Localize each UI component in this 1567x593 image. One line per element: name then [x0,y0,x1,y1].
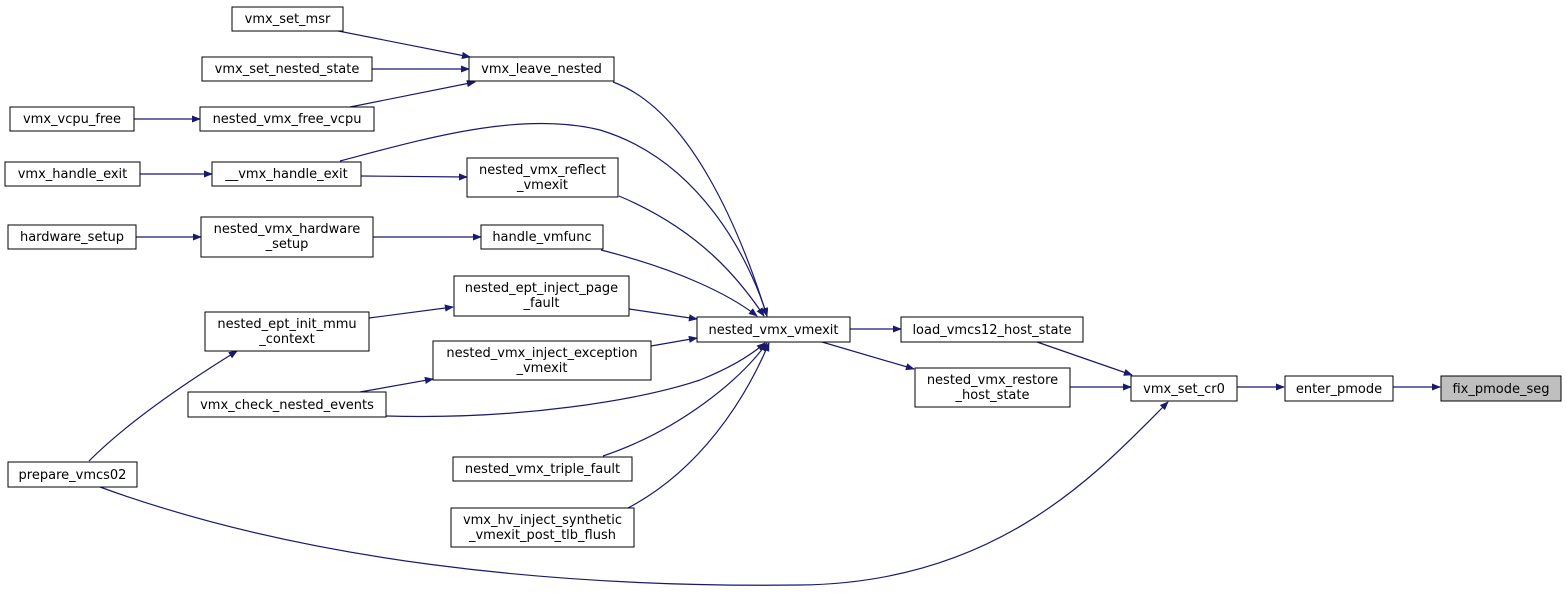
node-label-line1: nested_vmx_reflect [479,163,606,178]
node-label-line2: _vmexit [516,178,568,193]
edge-nested_ept_init_mmu_context-to-nested_ept_inject_page_fault [368,304,454,319]
node-label: vmx_leave_nested [481,62,602,77]
edge-vmx_check_nested_events-to-nested_vmx_inject_exception_vmexit [359,376,434,393]
node-label-line1: nested_ept_init_mmu [217,317,356,332]
edge-__vmx_handle_exit-to-nested_vmx_vmexit [339,122,769,317]
node-label: vmx_handle_exit [18,167,128,182]
node-fix_pmode_seg[interactable]: fix_pmode_seg [1440,375,1562,402]
node-nested_vmx_vmexit[interactable]: nested_vmx_vmexit [696,316,851,343]
node-nested_vmx_hardware_setup[interactable]: nested_vmx_hardware _setup [200,216,374,258]
edge-vmx_hv_inject_synthetic-to-nested_vmx_vmexit [627,342,770,509]
node-label: nested_vmx_free_vcpu [213,112,362,127]
node-handle_vmfunc[interactable]: handle_vmfunc [480,224,604,250]
node-nested_vmx_reflect_vmexit[interactable]: nested_vmx_reflect _vmexit [466,157,619,198]
node-label-line1: nested_vmx_inject_exception [446,346,637,361]
node-label: vmx_check_nested_events [200,398,374,413]
node-enter_pmode[interactable]: enter_pmode [1284,375,1394,402]
node-label: hardware_setup [20,230,124,245]
node-label-line2: _context [258,332,315,347]
node-label: nested_vmx_vmexit [709,323,839,338]
node-label: enter_pmode [1296,382,1382,397]
edge-vmx_leave_nested-to-nested_vmx_vmexit [612,81,769,317]
node-label: prepare_vmcs02 [19,468,127,483]
edge-nested_vmx_reflect_vmexit-to-nested_vmx_vmexit [618,195,765,317]
node-vmx_check_nested_events[interactable]: vmx_check_nested_events [187,391,387,418]
node-label: vmx_vcpu_free [23,112,121,127]
node-label-line2: _host_state [955,388,1030,403]
edge-nested_vmx_inject_exception_vmexit-to-nested_vmx_vmexit [650,335,698,347]
node-label: vmx_set_msr [245,12,331,27]
node-label: load_vmcs12_host_state [912,323,1071,338]
node-vmx_leave_nested[interactable]: vmx_leave_nested [468,56,615,82]
edge-handle_vmfunc-to-nested_vmx_vmexit [600,249,758,317]
edge-nested_vmx_vmexit-to-nested_vmx_restore_host_state [821,341,915,371]
node-vmx_hv_inject_synthetic_vmexit_post_tlb_flush[interactable]: vmx_hv_inject_synthetic _vmexit_post_tlb… [450,507,635,548]
edge-prepare_vmcs02-to-vmx_set_cr0 [99,401,1169,586]
edge-nested_vmx_triple_fault-to-nested_vmx_vmexit [602,342,768,457]
node-label-line1: nested_vmx_hardware [214,222,361,237]
node-vmx_set_msr[interactable]: vmx_set_msr [231,6,344,32]
node-nested_vmx_restore_host_state[interactable]: nested_vmx_restore _host_state [914,367,1071,408]
node-prepare_vmcs02[interactable]: prepare_vmcs02 [7,461,138,488]
node-label: handle_vmfunc [492,230,591,245]
node-label: nested_vmx_triple_fault [465,462,620,477]
edge-vmx_check_nested_events-to-nested_vmx_vmexit [385,342,766,418]
node-label: fix_pmode_seg [1452,382,1549,397]
node-hardware_setup[interactable]: hardware_setup [7,224,137,250]
node-nested_ept_inject_page_fault[interactable]: nested_ept_inject_page _fault [453,275,630,317]
node-vmx_handle_exit[interactable]: vmx_handle_exit [4,161,141,187]
node-nested_vmx_free_vcpu[interactable]: nested_vmx_free_vcpu [199,106,375,132]
node-label-line2: _vmexit_post_tlb_flush [468,528,616,543]
edge-__vmx_handle_exit-to-nested_vmx_reflect_vmexit [360,173,468,181]
edge-load_vmcs12_host_state-to-vmx_set_cr0 [1036,341,1133,376]
node-nested_vmx_inject_exception_vmexit[interactable]: nested_vmx_inject_exception _vmexit [432,340,652,381]
node-vmx_vcpu_free[interactable]: vmx_vcpu_free [9,106,135,132]
edge-prepare_vmcs02-to-nested_ept_init_mmu_context [88,350,238,462]
node-vmx_set_cr0[interactable]: vmx_set_cr0 [1130,375,1238,402]
node-label: vmx_set_cr0 [1143,382,1225,397]
node-label-line2: _fault [523,296,560,311]
node-label: vmx_set_nested_state [215,62,360,77]
node-vmx_set_nested_state[interactable]: vmx_set_nested_state [201,56,373,82]
node-load_vmcs12_host_state[interactable]: load_vmcs12_host_state [900,316,1084,343]
node-nested_vmx_triple_fault[interactable]: nested_vmx_triple_fault [452,456,633,482]
node-__vmx_handle_exit[interactable]: __vmx_handle_exit [211,161,362,187]
node-label: __vmx_handle_exit [224,167,348,182]
node-label-line1: nested_ept_inject_page [465,281,618,296]
edge-nested_vmx_free_vcpu-to-vmx_leave_nested [349,80,476,108]
edge-nested_ept_inject_page_fault-to-nested_vmx_vmexit [628,308,698,322]
node-label-line1: vmx_hv_inject_synthetic [463,513,622,528]
node-label-line2: _vmexit [515,361,567,376]
edge-vmx_set_msr-to-vmx_leave_nested [317,26,471,59]
node-label-line2: _setup [265,237,309,252]
node-label-line1: nested_vmx_restore [927,373,1058,388]
node-nested_ept_init_mmu_context[interactable]: nested_ept_init_mmu _context [204,311,370,352]
